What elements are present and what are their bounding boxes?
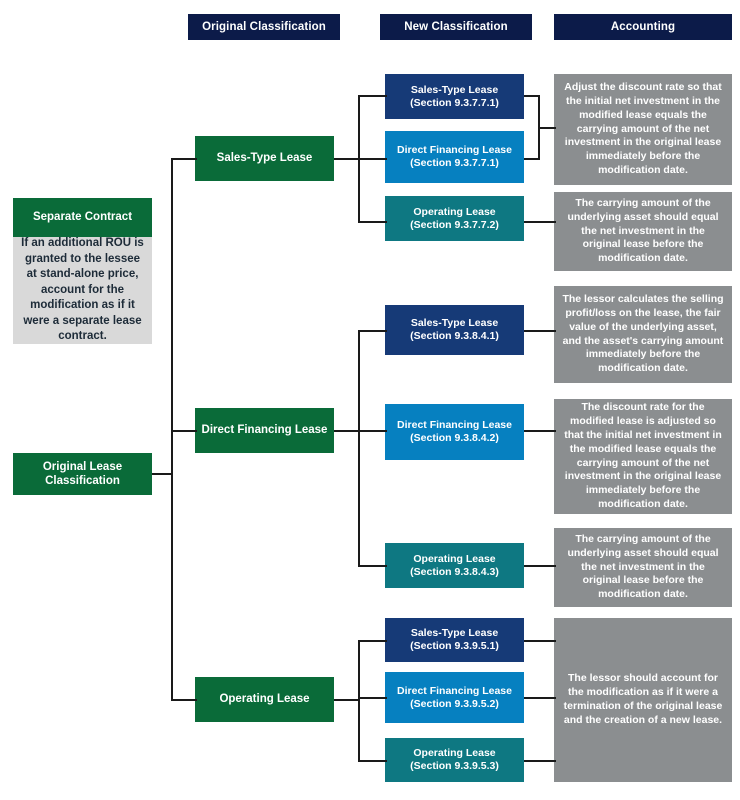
connector-sales-type-stub (334, 158, 360, 160)
connector-g2-sales-to-acct3 (524, 330, 556, 332)
new-classification-g2-operating-lease: Operating Lease (Section 9.3.8.4.3) (385, 543, 524, 588)
accounting-box-2: The carrying amount of the underlying as… (554, 192, 732, 271)
connector-root-to-direct-financing (171, 430, 197, 432)
new-classification-g2-sales-type-lease: Sales-Type Lease (Section 9.3.8.4.1) (385, 305, 524, 355)
connector-g2-to-operating (358, 565, 387, 567)
connector-g3-df-to-acct6 (524, 697, 556, 699)
connector-group2-trunk (358, 330, 360, 566)
accounting-box-3: The lessor calculates the selling profit… (554, 286, 732, 383)
original-classification-direct-financing-lease: Direct Financing Lease (195, 408, 334, 453)
new-classification-g3-direct-financing-lease: Direct Financing Lease (Section 9.3.9.5.… (385, 672, 524, 723)
accounting-box-6: The lessor should account for the modifi… (554, 618, 732, 782)
accounting-box-1: Adjust the discount rate so that the ini… (554, 74, 732, 185)
connector-acct1-trunk (538, 95, 540, 158)
connector-g1-df-out (524, 158, 540, 160)
connector-g3-to-sales-type (358, 640, 387, 642)
connector-g1-to-sales-type (358, 95, 387, 97)
connector-root-to-operating (171, 699, 197, 701)
connector-g1-to-direct-financing (358, 158, 387, 160)
separate-contract-heading: Separate Contract (13, 198, 152, 237)
column-header-new-classification: New Classification (380, 14, 532, 40)
root-node-original-lease-classification: Original Lease Classification (13, 453, 152, 495)
connector-g2-to-direct-financing (358, 430, 387, 432)
connector-g1-sales-out (524, 95, 540, 97)
connector-g3-sales-to-acct6 (524, 640, 556, 642)
new-classification-g1-direct-financing-lease: Direct Financing Lease (Section 9.3.7.7.… (385, 131, 524, 183)
new-classification-g1-sales-type-lease: Sales-Type Lease (Section 9.3.7.7.1) (385, 74, 524, 119)
original-classification-sales-type-lease: Sales-Type Lease (195, 136, 334, 181)
connector-direct-financing-stub (334, 430, 360, 432)
connector-g1-to-operating (358, 221, 387, 223)
connector-acct1-in (538, 127, 556, 129)
new-classification-g3-operating-lease: Operating Lease (Section 9.3.9.5.3) (385, 738, 524, 782)
separate-contract-body: If an additional ROU is granted to the l… (13, 237, 152, 344)
connector-g3-to-direct-financing (358, 697, 387, 699)
connector-g3-op-to-acct6 (524, 760, 556, 762)
connector-g3-to-operating (358, 760, 387, 762)
column-header-original-classification: Original Classification (188, 14, 340, 40)
connector-g2-to-sales-type (358, 330, 387, 332)
column-header-accounting: Accounting (554, 14, 732, 40)
accounting-box-4: The discount rate for the modified lease… (554, 399, 732, 514)
connector-g1-op-to-acct2 (524, 221, 556, 223)
connector-group3-trunk (358, 640, 360, 760)
connector-operating-stub (334, 699, 360, 701)
connector-g2-op-to-acct5 (524, 565, 556, 567)
connector-g2-df-to-acct4 (524, 430, 556, 432)
new-classification-g3-sales-type-lease: Sales-Type Lease (Section 9.3.9.5.1) (385, 618, 524, 662)
accounting-box-5: The carrying amount of the underlying as… (554, 528, 732, 607)
new-classification-g1-operating-lease: Operating Lease (Section 9.3.7.7.2) (385, 196, 524, 241)
original-classification-operating-lease: Operating Lease (195, 677, 334, 722)
connector-root-stub (152, 473, 173, 475)
connector-root-to-sales-type (171, 158, 197, 160)
new-classification-g2-direct-financing-lease: Direct Financing Lease (Section 9.3.8.4.… (385, 404, 524, 460)
connector-root-trunk (171, 158, 173, 700)
